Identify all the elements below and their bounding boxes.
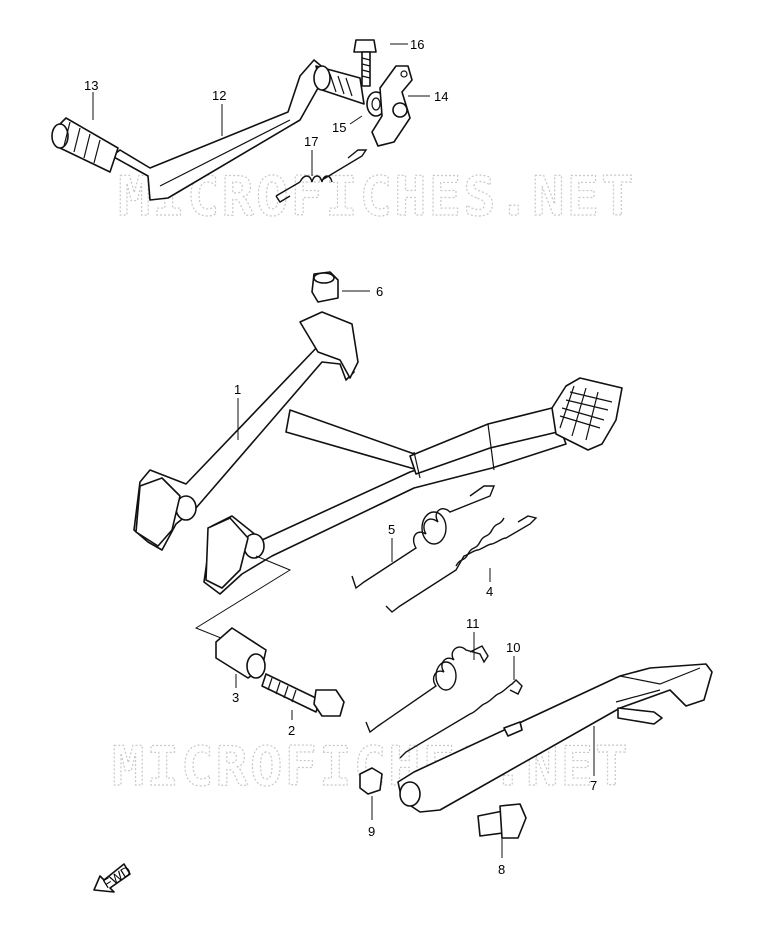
spring-10 bbox=[399, 679, 523, 759]
callout-14: 14 bbox=[434, 89, 448, 104]
callout-2: 2 bbox=[288, 723, 295, 738]
callout-5: 5 bbox=[388, 522, 395, 537]
callout-1: 1 bbox=[234, 382, 241, 397]
callout-4: 4 bbox=[486, 584, 493, 599]
stopper-6 bbox=[311, 271, 339, 303]
callout-17: 17 bbox=[304, 134, 318, 149]
bolt-16 bbox=[353, 39, 377, 87]
callout-9: 9 bbox=[368, 824, 375, 839]
callout-10: 10 bbox=[506, 640, 520, 655]
fwd-arrow-icon: FWD bbox=[93, 863, 134, 893]
callout-15: 15 bbox=[332, 120, 346, 135]
callout-11: 11 bbox=[466, 616, 480, 631]
nut-9 bbox=[359, 767, 383, 795]
side-stand bbox=[397, 663, 713, 813]
fwd-label: FWD bbox=[100, 863, 133, 891]
leader-lines bbox=[92, 43, 595, 858]
callout-13: 13 bbox=[84, 78, 98, 93]
shift-arm bbox=[371, 65, 413, 147]
bolt-8 bbox=[477, 803, 527, 839]
gear-shift-lever bbox=[111, 59, 365, 201]
callout-6: 6 bbox=[376, 284, 383, 299]
spring-4 bbox=[385, 515, 538, 613]
center-stand bbox=[133, 311, 623, 595]
spring-11 bbox=[365, 645, 489, 734]
spring-5 bbox=[351, 485, 496, 590]
callout-16: 16 bbox=[410, 37, 424, 52]
collar-3 bbox=[215, 627, 267, 679]
shift-rubber bbox=[51, 117, 119, 173]
callout-12: 12 bbox=[212, 88, 226, 103]
callout-3: 3 bbox=[232, 690, 239, 705]
guide-line bbox=[194, 555, 292, 641]
spring-17 bbox=[275, 149, 368, 203]
bolt-2 bbox=[261, 673, 345, 717]
callout-7: 7 bbox=[590, 778, 597, 793]
callout-8: 8 bbox=[498, 862, 505, 877]
